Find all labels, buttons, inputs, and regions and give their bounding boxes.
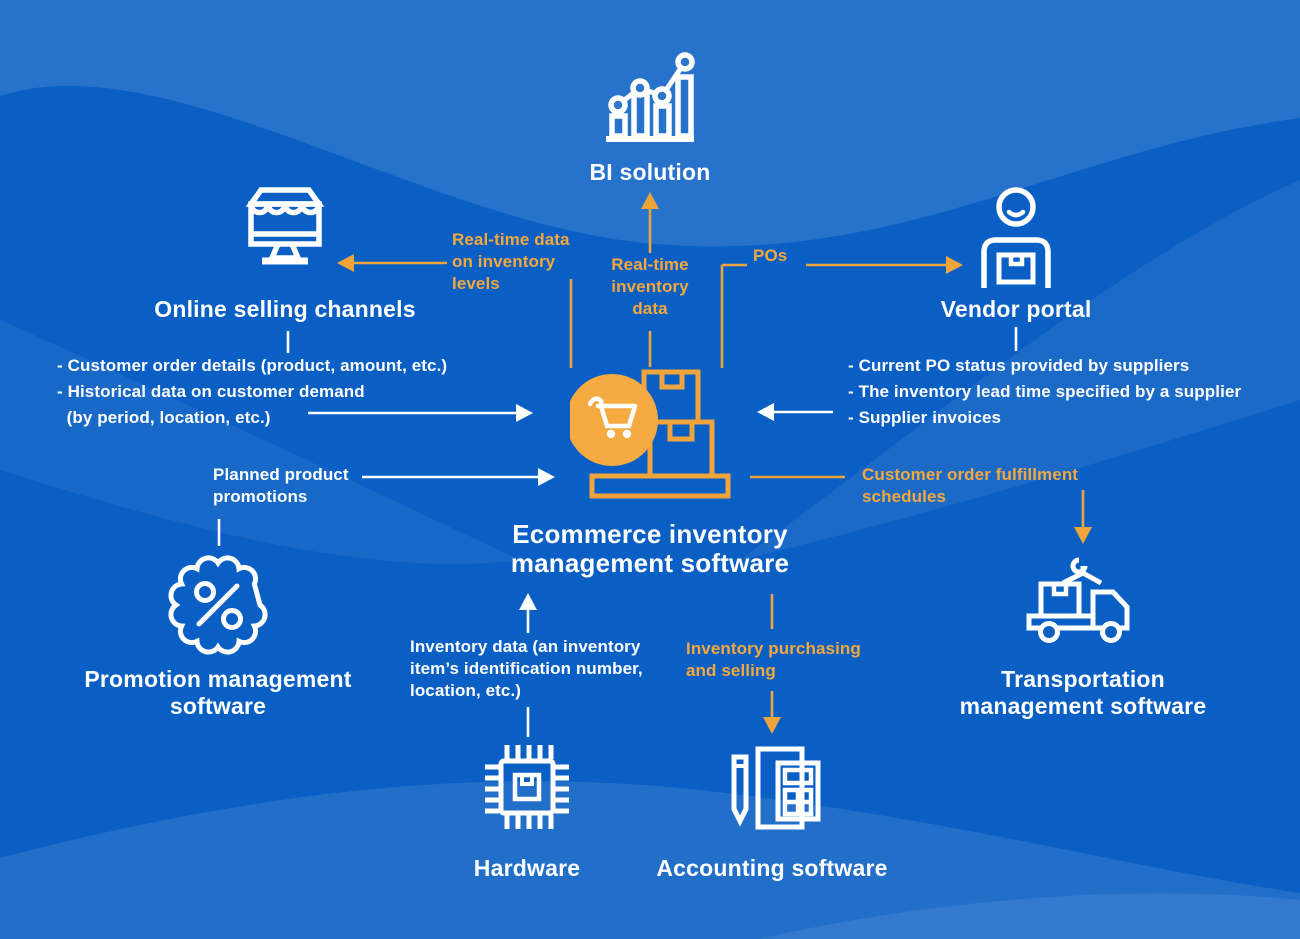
- arrow-up-hardware-to-center-icon: [519, 593, 537, 610]
- arrow-down-to-transportation-icon: [1074, 527, 1092, 544]
- flow-pos: POs: [753, 246, 788, 265]
- chip-icon: [485, 745, 569, 829]
- accounting-software-label: Accounting software: [656, 855, 888, 881]
- flow-real-time-data-on-inventory-levels: Real-time data on inventory levels: [452, 230, 570, 293]
- arrow-left-to-online-channels-icon: [337, 254, 354, 272]
- arrow-right-promotions-to-center-icon: [538, 468, 555, 486]
- orange-arrowheads: [337, 192, 1092, 734]
- white-connectors: [217, 327, 1018, 737]
- cart-and-boxes-icon: [570, 369, 731, 499]
- vendor-portal-label: Vendor portal: [940, 296, 1092, 322]
- cart-circle: [570, 374, 658, 466]
- crane-truck-icon: [1026, 557, 1130, 643]
- bar-line-chart-icon: [606, 52, 695, 142]
- arrow-right-to-vendor-portal-icon: [946, 256, 963, 274]
- flow-inventory-data: Inventory data (an inventory item’s iden…: [410, 637, 643, 700]
- center-title: Ecommerce inventory management software: [510, 519, 790, 578]
- arrow-right-to-center-icon: [516, 404, 533, 422]
- calculator-pencil-icon: [731, 746, 821, 830]
- storefront-monitor-icon: [245, 187, 325, 265]
- white-arrowheads: [516, 403, 774, 610]
- flow-inventory-purchasing: Inventory purchasing and selling: [686, 639, 861, 680]
- flow-real-time-inventory-data: Real-time inventory data: [611, 255, 689, 318]
- arrow-up-to-bi-icon: [641, 192, 659, 209]
- transportation-management-label: Transportation management software: [959, 666, 1207, 719]
- flow-customer-order-details: - Customer order details (product, amoun…: [57, 356, 448, 427]
- arrow-left-to-center-icon: [757, 403, 774, 421]
- flow-planned-product-promotions: Planned product promotions: [213, 465, 349, 506]
- promotion-management-label: Promotion management software: [84, 666, 352, 719]
- flow-customer-order-fulfillment: Customer order fulfillment schedules: [862, 465, 1079, 506]
- flow-supplier-info: - Current PO status provided by supplier…: [848, 356, 1242, 427]
- supplier-person-icon: [981, 187, 1051, 288]
- percent-seal-icon: [168, 555, 268, 655]
- orange-connectors: [352, 209, 1085, 717]
- online-selling-channels-label: Online selling channels: [154, 296, 416, 322]
- arrow-down-to-accounting-icon: [763, 717, 781, 734]
- bi-solution-label: BI solution: [589, 159, 711, 185]
- hardware-label: Hardware: [473, 855, 581, 881]
